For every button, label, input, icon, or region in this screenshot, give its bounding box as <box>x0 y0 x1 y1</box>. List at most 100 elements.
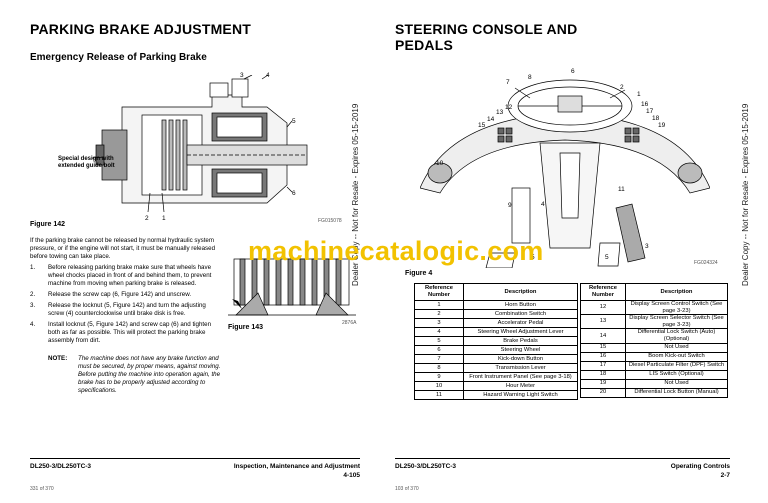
step-item: 4.Install locknut (5, Figure 142) and sc… <box>30 321 222 345</box>
right-footer-page: 2-7 <box>720 472 730 479</box>
table-header-ref: Reference Number <box>414 283 464 301</box>
console-callout-16: 16 <box>641 101 649 108</box>
figure-143-label: Figure 143 <box>228 324 264 331</box>
ref-number: 3 <box>414 318 464 328</box>
right-page-title-line1: STEERING CONSOLE AND <box>395 21 578 37</box>
console-callout-1: 1 <box>637 91 641 98</box>
console-callout-6: 6 <box>571 68 575 75</box>
ref-number: 6 <box>414 345 464 355</box>
ref-description: Differential Lock Button (Manual) <box>625 387 728 398</box>
console-callout-4: 4 <box>541 201 545 208</box>
console-callout-18: 18 <box>652 115 660 122</box>
console-callout-11: 11 <box>618 186 625 193</box>
step-text: Before releasing parking brake make sure… <box>48 264 212 287</box>
ref-number: 13 <box>580 314 626 330</box>
brake-cross-section-figure <box>81 74 332 225</box>
ref-description: Kick-down Button <box>463 354 578 364</box>
callout-3: 3 <box>240 72 244 79</box>
callout-4: 4 <box>266 72 270 79</box>
figure-142-code: FG015078 <box>318 218 342 224</box>
right-page-title-line2: PEDALS <box>395 37 453 53</box>
ref-description: Steering Wheel <box>463 345 578 355</box>
ref-number: 7 <box>414 354 464 364</box>
console-callout-14: 14 <box>487 116 495 123</box>
step-item: 1.Before releasing parking brake make su… <box>30 264 222 288</box>
console-callout-10: 10 <box>436 160 444 167</box>
note-text: The machine does not have any brake func… <box>78 355 221 394</box>
step-item: 3. Release the locknut (5, Figure 142) an… <box>30 302 222 318</box>
left-footer-page: 4-105 <box>343 472 360 479</box>
right-footer-rule <box>395 458 730 459</box>
figure-143-code: 2876A <box>342 320 357 326</box>
ref-description: Hazard Warning Light Switch <box>463 390 578 400</box>
left-page-subtitle: Emergency Release of Parking Brake <box>30 52 207 63</box>
ref-number: 16 <box>580 351 626 362</box>
ref-number: 17 <box>580 360 626 371</box>
ref-number: 14 <box>580 328 626 344</box>
figure-note-line1: Special design with <box>58 156 114 162</box>
console-callout-9: 9 <box>508 202 512 209</box>
ref-number: 12 <box>580 299 626 316</box>
ref-description: Hour Meter <box>463 381 578 391</box>
table-header-desc: Description <box>625 283 728 301</box>
console-callout-7: 7 <box>506 79 510 86</box>
ref-number: 18 <box>580 369 626 380</box>
ref-description: Boom Kick-out Switch <box>625 351 728 362</box>
left-page-title: PARKING BRAKE ADJUSTMENT <box>30 21 252 37</box>
left-footer-section: Inspection, Maintenance and Adjustment <box>233 463 360 470</box>
ref-number: 11 <box>414 390 464 400</box>
step-item: 2.Release the screw cap (6, Figure 142) … <box>30 291 222 299</box>
ref-description: Steering Wheel Adjustment Lever <box>463 327 578 337</box>
console-callout-12: 12 <box>505 104 513 111</box>
ref-description: Display Screen Control Switch (See page … <box>625 299 728 316</box>
watermark-text: machinecatalogic.com <box>248 236 544 266</box>
left-footer-count: 331 of 370 <box>30 486 54 492</box>
step-number: 4. <box>30 321 36 328</box>
ref-description: Diesel Particulate Filter (DPF) Switch <box>625 360 728 371</box>
figure-142-label: Figure 142 <box>30 221 66 228</box>
console-callout-5b: 5 <box>605 254 609 261</box>
callout-2: 2 <box>145 215 149 222</box>
console-callout-2: 2 <box>620 84 624 91</box>
figure-note-line2: extended guide bolt <box>58 163 115 169</box>
steps-list: 1.Before releasing parking brake make su… <box>30 264 222 348</box>
ref-description: Horn Button <box>463 300 578 310</box>
callout-5: 5 <box>292 118 296 125</box>
ref-number: 9 <box>414 372 464 382</box>
ref-description: Differential Lock Switch (Auto) (Optiona… <box>625 328 728 344</box>
step-text: Release the screw cap (6, Figure 142) an… <box>48 291 192 298</box>
console-callout-19: 19 <box>658 122 666 129</box>
figure-4-code: FG024324 <box>694 260 718 266</box>
ref-description: Brake Pedals <box>463 336 578 346</box>
callout-6: 6 <box>292 190 296 197</box>
left-footer-model: DL250-3/DL250TC-3 <box>30 463 92 470</box>
steering-console-figure <box>419 68 711 269</box>
console-callout-3: 3 <box>645 243 649 250</box>
callout-1: 1 <box>162 215 166 222</box>
step-number: 3. <box>30 302 36 309</box>
console-callout-5a: 5 <box>531 254 535 261</box>
ref-number: 2 <box>414 309 464 319</box>
table-header-ref: Reference Number <box>580 283 626 301</box>
console-callout-15: 15 <box>478 122 486 129</box>
ref-description: Combination Switch <box>463 309 578 319</box>
left-footer-rule <box>30 458 360 459</box>
step-text: Release the locknut (5, Figure 142) and … <box>48 302 206 317</box>
ref-description: Transmission Lever <box>463 363 578 373</box>
